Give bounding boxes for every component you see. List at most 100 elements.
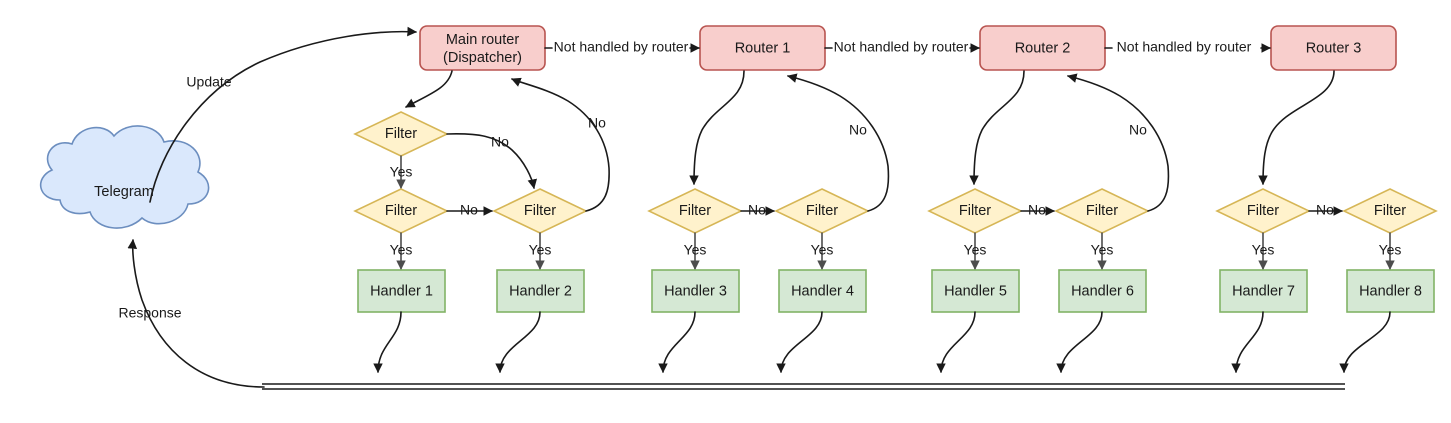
filter-a-yes-label: Yes <box>390 164 413 180</box>
filter-h-node[interactable]: Filter <box>1215 188 1311 234</box>
main-router-node[interactable]: Main router (Dispatcher) <box>419 25 546 71</box>
edge-filter-c-no-return: No <box>511 77 610 212</box>
handler-8-box <box>1346 269 1435 313</box>
edge-filter-d-no: No <box>740 202 775 218</box>
filter-e-label: Filter <box>806 203 838 219</box>
router-2-node[interactable]: Router 2 <box>979 25 1106 71</box>
filter-c-yes-label: Yes <box>529 242 552 258</box>
filter-c-node[interactable]: Filter <box>492 188 588 234</box>
filter-d-node[interactable]: Filter <box>647 188 743 234</box>
update-edge-label: Update <box>186 74 231 90</box>
edge-filter-c-yes: Yes <box>529 232 552 270</box>
edge-filter-e-yes: Yes <box>811 232 833 270</box>
edge-filter-e-no-return: No <box>787 73 890 212</box>
handler-1-label: Handler 1 <box>370 283 433 299</box>
edge-filter-i-yes: Yes <box>1379 232 1402 270</box>
edge-handler-3-to-bus <box>658 311 696 373</box>
edge-filter-b-no: No <box>446 202 493 218</box>
edge-filter-h-no: No <box>1308 202 1343 218</box>
router-chain-connector-1: Not handled by router <box>544 39 700 55</box>
filter-i-label: Filter <box>1374 203 1406 219</box>
handler-8-node[interactable]: Handler 8 <box>1346 269 1435 313</box>
telegram-cloud-node[interactable]: Telegram <box>39 125 210 229</box>
telegram-label: Telegram <box>94 184 154 200</box>
router-2-label: Router 2 <box>1015 40 1071 56</box>
handler-2-node[interactable]: Handler 2 <box>496 269 585 313</box>
edge-handler-1-to-bus <box>373 311 402 373</box>
filter-b-node[interactable]: Filter <box>353 188 449 234</box>
handler-3-node[interactable]: Handler 3 <box>651 269 740 313</box>
router-chain-label-3: Not handled by router <box>1117 39 1252 55</box>
edge-handler-2-to-bus <box>495 311 541 373</box>
cloud-shape <box>39 125 210 229</box>
edge-filter-f-yes: Yes <box>964 232 987 270</box>
filter-g-no-label: No <box>1129 122 1147 138</box>
filter-g-node[interactable]: Filter <box>1054 188 1150 234</box>
filter-h-yes-label: Yes <box>1252 242 1275 258</box>
edge-handler-4-to-bus <box>776 311 823 373</box>
handler-5-label: Handler 5 <box>944 283 1007 299</box>
main-router-label-line1: Main router <box>446 32 520 48</box>
handler-6-label: Handler 6 <box>1071 283 1134 299</box>
edge-handler-7-to-bus <box>1231 311 1264 373</box>
edge-handler-5-to-bus <box>936 311 976 373</box>
filter-d-label: Filter <box>679 203 711 219</box>
handler-5-node[interactable]: Handler 5 <box>931 269 1020 313</box>
handler-5-box <box>931 269 1020 313</box>
handler-1-node[interactable]: Handler 1 <box>357 269 446 313</box>
filter-f-yes-label: Yes <box>964 242 987 258</box>
router-chain-label-1: Not handled by router <box>554 39 689 55</box>
edge-filter-d-yes: Yes <box>684 232 707 270</box>
handler-3-label: Handler 3 <box>664 283 727 299</box>
update-edge: Update <box>149 26 417 203</box>
filter-i-node[interactable]: Filter <box>1342 188 1438 234</box>
edge-filter-a-no: No <box>446 133 538 189</box>
filter-d-no-label: No <box>748 202 766 218</box>
handler-4-node[interactable]: Handler 4 <box>778 269 867 313</box>
filter-e-node[interactable]: Filter <box>774 188 870 234</box>
router-3-node[interactable]: Router 3 <box>1270 25 1397 71</box>
filter-b-no-label: No <box>460 202 478 218</box>
filter-g-yes-label: Yes <box>1091 242 1114 258</box>
filter-a-label: Filter <box>385 126 417 142</box>
handler-4-label: Handler 4 <box>791 283 854 299</box>
router-chain-connector-2: Not handled by router <box>824 39 980 55</box>
handler-3-box <box>651 269 740 313</box>
filter-b-label: Filter <box>385 203 417 219</box>
edge-filter-g-yes: Yes <box>1091 232 1114 270</box>
edge-filter-b-yes: Yes <box>390 232 413 270</box>
filter-d-yes-label: Yes <box>684 242 707 258</box>
filter-f-no-label: No <box>1028 202 1046 218</box>
filter-f-label: Filter <box>959 203 991 219</box>
filter-g-label: Filter <box>1086 203 1118 219</box>
filter-h-label: Filter <box>1247 203 1279 219</box>
filter-h-no-label: No <box>1316 202 1334 218</box>
filter-e-no-label: No <box>849 122 867 138</box>
handler-2-box <box>496 269 585 313</box>
router-1-node[interactable]: Router 1 <box>699 25 826 71</box>
edge-filter-f-no: No <box>1020 202 1055 218</box>
filter-a-node[interactable]: Filter <box>353 111 449 157</box>
handler-6-node[interactable]: Handler 6 <box>1058 269 1147 313</box>
router-1-label: Router 1 <box>735 40 791 56</box>
response-edge-label: Response <box>118 305 181 321</box>
filter-b-yes-label: Yes <box>390 242 413 258</box>
filter-c-no-label: No <box>588 115 606 131</box>
router-3-box <box>1270 25 1397 71</box>
edge-main-router-to-filter-a <box>405 70 453 108</box>
edge-router-3-to-filter-h <box>1258 70 1335 185</box>
handler-7-node[interactable]: Handler 7 <box>1219 269 1308 313</box>
edge-filter-g-no-return: No <box>1067 73 1170 212</box>
edge-handler-6-to-bus <box>1056 311 1103 373</box>
filter-f-node[interactable]: Filter <box>927 188 1023 234</box>
edge-router-1-to-filter-d <box>689 70 745 185</box>
edge-handler-8-to-bus <box>1339 311 1391 373</box>
filter-i-yes-label: Yes <box>1379 242 1402 258</box>
handler-7-label: Handler 7 <box>1232 283 1295 299</box>
router-3-label: Router 3 <box>1306 40 1362 56</box>
filter-a-no-label: No <box>491 134 509 150</box>
edge-filter-a-yes: Yes <box>390 155 413 189</box>
handler-6-box <box>1058 269 1147 313</box>
